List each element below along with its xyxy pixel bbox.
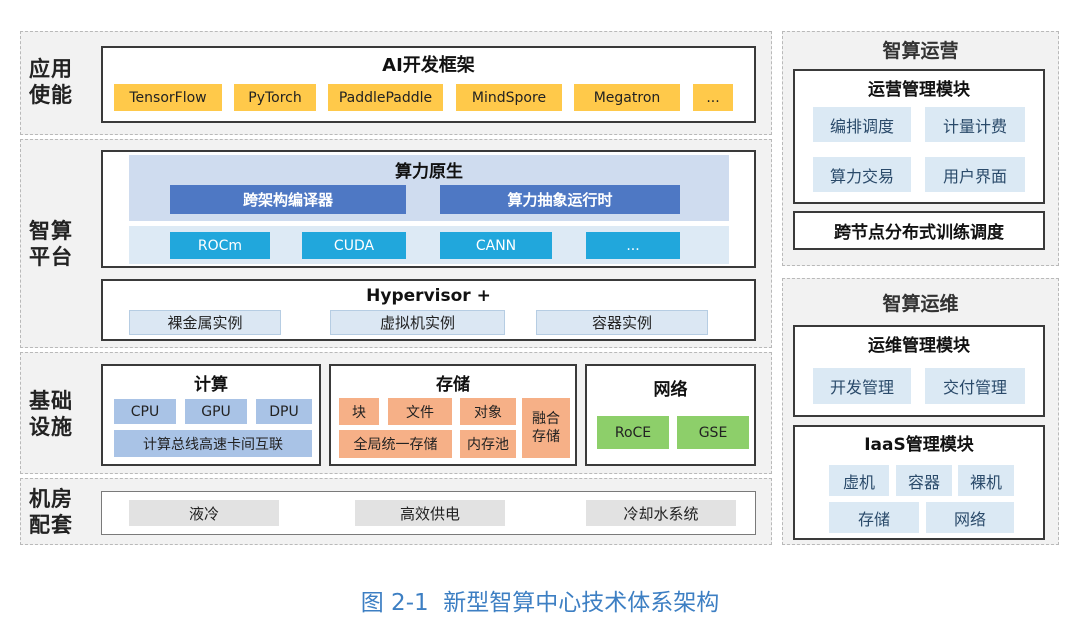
framework-paddlepaddle: PaddlePaddle xyxy=(328,84,443,111)
storage-global-unified: 全局统一存储 xyxy=(339,430,452,458)
compute-platform-label: 智算 平台 xyxy=(29,219,73,269)
network-gse: GSE xyxy=(677,416,749,449)
iaas-network: 网络 xyxy=(926,502,1014,533)
network-roce: RoCE xyxy=(597,416,669,449)
infrastructure-label: 基础 设施 xyxy=(29,389,73,439)
stack-cuda: CUDA xyxy=(302,232,406,259)
app-enablement-label: 应用 使能 xyxy=(29,57,73,107)
ops-compute-trading: 算力交易 xyxy=(813,157,911,192)
figure-caption: 图 2-1 新型智算中心技术体系架构 xyxy=(360,590,720,616)
ops-orchestration: 编排调度 xyxy=(813,107,911,142)
hypervisor-title: Hypervisor + xyxy=(366,286,491,306)
iaas-storage: 存储 xyxy=(829,502,919,533)
network-title: 网络 xyxy=(653,379,688,400)
storage-memory-pool: 内存池 xyxy=(460,430,516,458)
instance-vm: 虚拟机实例 xyxy=(330,310,505,335)
framework-megatron: Megatron xyxy=(574,84,680,111)
ops-user-interface: 用户界面 xyxy=(925,157,1025,192)
storage-title: 存储 xyxy=(436,374,470,395)
storage-block: 块 xyxy=(339,398,379,425)
distributed-training-scheduling: 跨节点分布式训练调度 xyxy=(793,211,1045,250)
ops-module-title: 运营管理模块 xyxy=(868,79,970,100)
stack-rocm: ROCm xyxy=(170,232,270,259)
compute-gpu: GPU xyxy=(185,399,247,424)
storage-object: 对象 xyxy=(460,398,516,425)
iaas-vm: 虚机 xyxy=(829,465,889,496)
stack-cann: CANN xyxy=(440,232,552,259)
maint-delivery-management: 交付管理 xyxy=(925,368,1025,404)
operations-title: 智算运营 xyxy=(882,39,959,62)
framework-tensorflow: TensorFlow xyxy=(114,84,222,111)
facility-power-supply: 高效供电 xyxy=(355,500,505,526)
maint-module-title: 运维管理模块 xyxy=(868,335,970,356)
ai-framework-title: AI开发框架 xyxy=(382,55,475,76)
maint-dev-management: 开发管理 xyxy=(813,368,911,404)
framework-more: ... xyxy=(693,84,733,111)
framework-pytorch: PyTorch xyxy=(234,84,316,111)
compute-dpu: DPU xyxy=(256,399,312,424)
iaas-container: 容器 xyxy=(896,465,952,496)
ops-metering-billing: 计量计费 xyxy=(925,107,1025,142)
facility-liquid-cooling: 液冷 xyxy=(129,500,279,526)
maintenance-title: 智算运维 xyxy=(882,292,959,315)
compute-title: 计算 xyxy=(194,374,228,395)
storage-fusion: 融合 存储 xyxy=(522,398,570,458)
facility-label: 机房 配套 xyxy=(29,487,73,537)
storage-file: 文件 xyxy=(388,398,452,425)
iaas-bare-metal: 裸机 xyxy=(958,465,1014,496)
instance-bare-metal: 裸金属实例 xyxy=(129,310,281,335)
cross-arch-compiler: 跨架构编译器 xyxy=(170,185,406,214)
iaas-module-title: IaaS管理模块 xyxy=(864,434,974,455)
facility-cooling-water: 冷却水系统 xyxy=(586,500,736,526)
compute-cpu: CPU xyxy=(114,399,176,424)
network-box xyxy=(585,364,756,466)
framework-mindspore: MindSpore xyxy=(456,84,562,111)
instance-container: 容器实例 xyxy=(536,310,708,335)
compute-abstraction-runtime: 算力抽象运行时 xyxy=(440,185,680,214)
compute-native-title: 算力原生 xyxy=(395,161,463,182)
compute-interconnect: 计算总线高速卡间互联 xyxy=(114,430,312,457)
stack-more: ... xyxy=(586,232,680,259)
